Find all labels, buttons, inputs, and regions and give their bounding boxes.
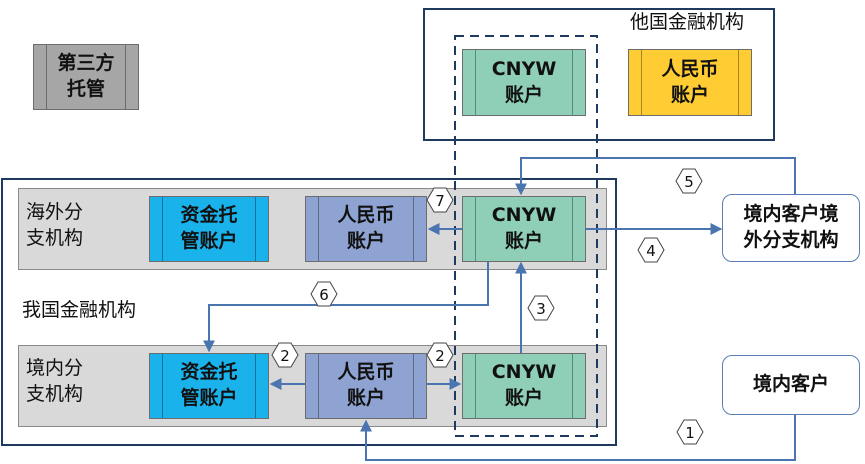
overseas-branch-label: 海外分 支机构 — [26, 201, 84, 249]
svg-text:4: 4 — [646, 242, 656, 260]
step-marker-5: 5 — [675, 168, 703, 194]
domestic-institution-title: 我国金融机构 — [22, 299, 137, 321]
step-marker-6: 6 — [310, 281, 338, 307]
step-marker-4: 4 — [637, 237, 665, 263]
svg-text:6: 6 — [319, 286, 329, 304]
domestic-rmb-account: 人民币 账户 — [305, 353, 427, 419]
legend-third-party-custody: 第三方 托管 — [33, 44, 139, 110]
overseas-rmb-account: 人民币 账户 — [305, 196, 427, 262]
domestic-branch-label: 境内分 支机构 — [26, 357, 84, 405]
domestic-custody-account: 资金托 管账户 — [149, 353, 269, 419]
foreign-institution-title: 他国金融机构 — [630, 11, 745, 33]
svg-text:2: 2 — [280, 347, 290, 365]
step-marker-2a: 2 — [271, 342, 299, 368]
overseas-cnyw-account: CNYW 账户 — [462, 196, 586, 262]
step-marker-2b: 2 — [426, 342, 454, 368]
customer-domestic: 境内客户 — [722, 355, 860, 415]
step-marker-7: 7 — [426, 187, 454, 213]
third-party-custody-outline — [454, 35, 598, 437]
foreign-cnyw-account: CNYW 账户 — [462, 49, 586, 116]
svg-text:2: 2 — [435, 347, 445, 365]
flow-arrow-6 — [203, 262, 489, 353]
domestic-institution-frame — [1, 178, 617, 446]
foreign-rmb-account: 人民币 账户 — [628, 49, 752, 116]
customer-overseas-branch: 境内客户境 外分支机构 — [722, 194, 860, 262]
flow-arrow-5 — [515, 157, 796, 196]
svg-text:1: 1 — [685, 424, 695, 442]
overseas-custody-account: 资金托 管账户 — [149, 196, 269, 262]
svg-text:3: 3 — [536, 300, 546, 318]
svg-text:7: 7 — [435, 192, 445, 210]
svg-text:5: 5 — [684, 173, 694, 191]
step-marker-1: 1 — [676, 419, 704, 445]
foreign-institution-frame — [423, 8, 775, 141]
step-marker-3: 3 — [527, 295, 555, 321]
flow-arrow-1 — [360, 415, 796, 461]
domestic-cnyw-account: CNYW 账户 — [462, 353, 586, 419]
